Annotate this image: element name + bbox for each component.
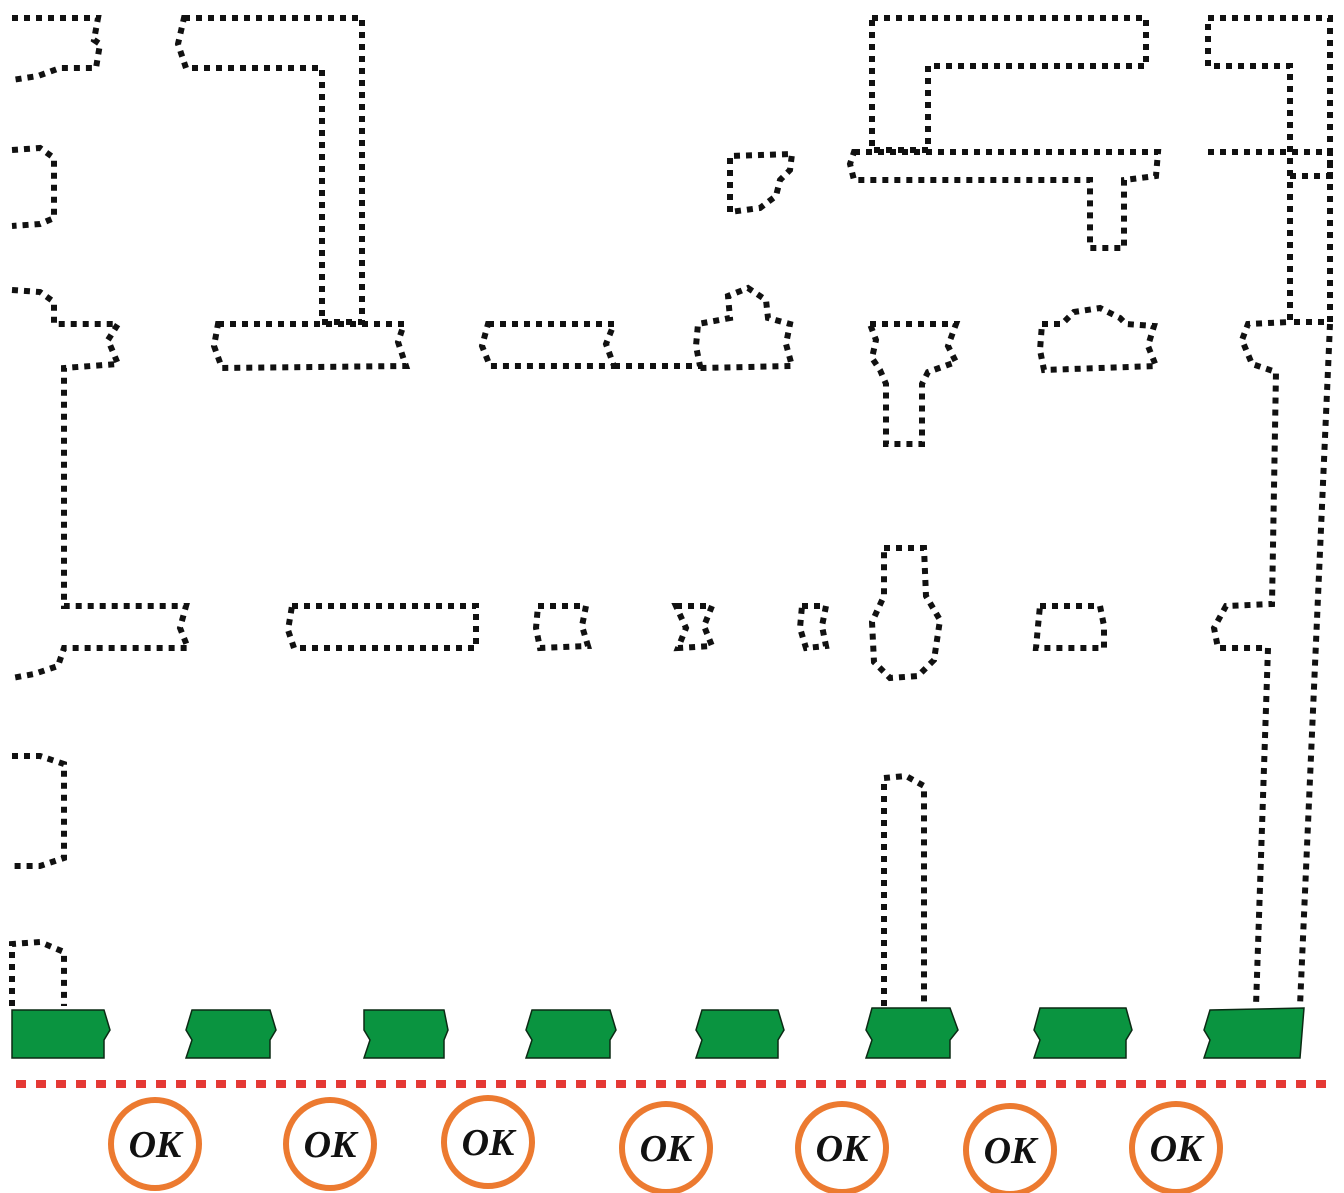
- outline-left-large-l: [11, 287, 193, 681]
- outline-left-bottom-stub: [9, 938, 67, 1006]
- outline-top-hook: [174, 15, 365, 325]
- outline-row1-bar-c: [614, 284, 796, 371]
- outline-top-left-bracket: [11, 14, 104, 83]
- outline-right-shelf: [846, 149, 1162, 251]
- green-block-4: [524, 1009, 617, 1059]
- ok-badge: OK: [795, 1101, 889, 1193]
- green-block-5: [694, 1009, 785, 1059]
- outline-left-pill-lower: [12, 753, 67, 869]
- green-block-8: [1202, 1007, 1305, 1059]
- outline-row1-bar-a: [210, 321, 411, 372]
- outline-rounded-cap: [1036, 304, 1161, 374]
- dotted-outline-group: [9, 14, 1333, 1007]
- ok-badge: OK: [283, 1097, 377, 1191]
- outline-far-right-shelf: [1208, 149, 1333, 1007]
- green-block-7: [1032, 1007, 1133, 1059]
- outline-vertical-pillar: [881, 772, 927, 1006]
- green-block-3: [362, 1009, 449, 1059]
- ok-ring: [795, 1101, 889, 1193]
- ok-label: OK: [304, 1124, 359, 1166]
- outline-row2-block-small: [532, 603, 592, 652]
- ok-label: OK: [816, 1128, 871, 1170]
- ok-label: OK: [129, 1124, 184, 1166]
- outline-left-pill-upper: [11, 144, 57, 229]
- outline-keyhole: [868, 545, 944, 682]
- ok-label: OK: [640, 1128, 695, 1170]
- ok-ring: [283, 1097, 377, 1191]
- green-block-6: [864, 1007, 959, 1059]
- ok-label-row: OK OK OK OK OK OK OK: [108, 1095, 1223, 1193]
- ok-ring: [441, 1095, 535, 1189]
- green-block-2: [184, 1009, 277, 1059]
- ok-ring: [1129, 1101, 1223, 1193]
- ok-label: OK: [1150, 1128, 1205, 1170]
- outline-row2-bar-a: [284, 603, 479, 651]
- ok-badge: OK: [963, 1103, 1057, 1193]
- ok-ring: [963, 1103, 1057, 1193]
- ok-badge: OK: [1129, 1101, 1223, 1193]
- green-block-1: [11, 1009, 111, 1059]
- outline-small-bracket-right: [727, 150, 796, 216]
- ok-badge: OK: [619, 1101, 713, 1193]
- outline-row2-x-b: [796, 603, 830, 652]
- ok-label: OK: [984, 1130, 1039, 1172]
- outline-far-right-column: [1205, 15, 1333, 325]
- ok-label: OK: [462, 1122, 517, 1164]
- outline-far-right-slope: [1297, 152, 1333, 1007]
- outline-right-top-frame: [869, 15, 1149, 153]
- outline-row2-x-a: [671, 603, 717, 652]
- ok-ring: [108, 1097, 202, 1191]
- ok-ring: [619, 1101, 713, 1193]
- green-block-row: [11, 1007, 1305, 1059]
- ok-badge: OK: [108, 1097, 202, 1191]
- outline-row2-bar-b: [1032, 603, 1107, 651]
- ok-badge: OK: [441, 1095, 535, 1189]
- outline-t-connector: [865, 321, 961, 447]
- outline-row1-bar-b: [478, 321, 619, 369]
